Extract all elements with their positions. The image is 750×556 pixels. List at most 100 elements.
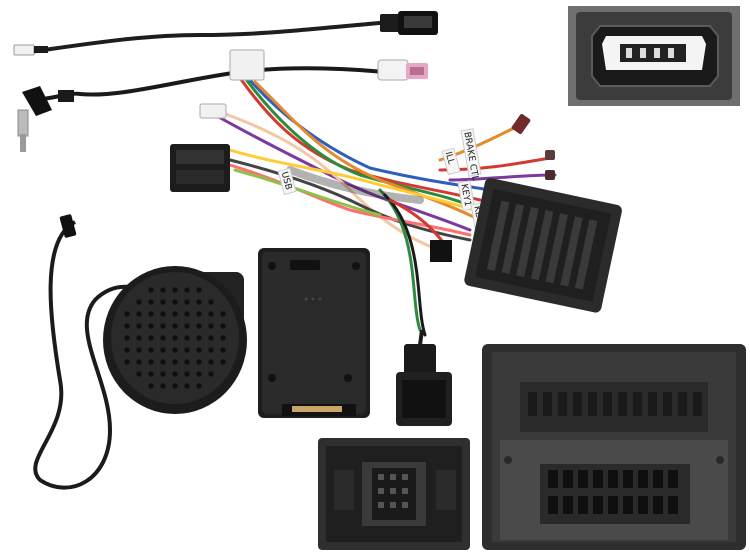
speaker-grille-hole <box>196 287 202 293</box>
speaker-grille-hole <box>136 371 142 377</box>
left-harness-plug <box>170 144 230 192</box>
speaker-grille-hole <box>160 335 166 341</box>
speaker-grille-hole <box>148 371 154 377</box>
speaker-grille-hole <box>136 335 142 341</box>
speaker-grille-hole <box>124 335 130 341</box>
speaker-grille-hole <box>184 311 190 317</box>
speaker-grille-hole <box>124 311 130 317</box>
usb-port-inset <box>568 6 740 106</box>
connector-pin <box>648 392 657 416</box>
label-ill: ILL <box>443 151 456 166</box>
speaker-grille-hole <box>184 287 190 293</box>
connector-pin <box>573 392 582 416</box>
speaker-grille-hole <box>208 335 214 341</box>
speaker-grille-hole <box>172 383 178 389</box>
label-usb: USB <box>279 171 293 191</box>
speaker-grille-hole <box>196 359 202 365</box>
connector-pin <box>578 496 588 514</box>
connector-pin <box>638 470 648 488</box>
speaker-grille-hole <box>160 299 166 305</box>
speaker-grille-hole <box>220 311 226 317</box>
connector-pin <box>608 496 618 514</box>
speaker-grille-hole <box>172 335 178 341</box>
speaker-grille-hole <box>208 323 214 329</box>
plug-connector <box>482 344 746 550</box>
speaker-grille-hole <box>196 335 202 341</box>
connector-pin <box>618 392 627 416</box>
connector-pin <box>543 392 552 416</box>
speaker-grille-hole <box>136 359 142 365</box>
speaker-grille-hole <box>124 359 130 365</box>
speaker-grille-hole <box>160 383 166 389</box>
connector-pin <box>638 496 648 514</box>
speaker-grille-hole <box>196 299 202 305</box>
connector-pin <box>593 470 603 488</box>
speaker-grille-hole <box>220 335 226 341</box>
connector-pin <box>623 470 633 488</box>
right-harness-connector <box>464 178 622 313</box>
speaker-grille-hole <box>124 347 130 353</box>
speaker-grille-hole <box>148 383 154 389</box>
connector-pin <box>633 392 642 416</box>
speaker-grille-hole <box>172 311 178 317</box>
speaker-grille-hole <box>136 323 142 329</box>
connector-pin <box>693 392 702 416</box>
control-module <box>258 248 370 418</box>
round-speaker <box>33 214 247 490</box>
connector-pin <box>663 392 672 416</box>
speaker-grille-hole <box>184 359 190 365</box>
connector-pin <box>593 496 603 514</box>
speaker-grille-hole <box>196 383 202 389</box>
speaker-grille-hole <box>184 371 190 377</box>
speaker-grille-hole <box>196 323 202 329</box>
speaker-grille-hole <box>160 287 166 293</box>
connector-pin <box>608 470 618 488</box>
speaker-grille-hole <box>148 299 154 305</box>
speaker-grille-hole <box>160 323 166 329</box>
speaker-grille-hole <box>196 311 202 317</box>
speaker-grille-hole <box>172 359 178 365</box>
connector-pin <box>578 470 588 488</box>
speaker-grille-hole <box>136 347 142 353</box>
connector-pin <box>548 496 558 514</box>
speaker-grille-hole <box>208 359 214 365</box>
speaker-grille-hole <box>136 311 142 317</box>
speaker-grille-hole <box>208 311 214 317</box>
connector-pin <box>528 392 537 416</box>
socket-connector <box>318 438 470 550</box>
connector-pin <box>563 470 573 488</box>
speaker-grille-hole <box>148 287 154 293</box>
connector-pin <box>653 496 663 514</box>
speaker-grille-hole <box>196 347 202 353</box>
speaker-grille-hole <box>184 383 190 389</box>
speaker-grille-hole <box>220 347 226 353</box>
speaker-grille-hole <box>220 359 226 365</box>
connector-pin <box>623 496 633 514</box>
speaker-grille-hole <box>208 371 214 377</box>
connector-pin <box>558 392 567 416</box>
connector-pin <box>668 470 678 488</box>
speaker-grille-hole <box>184 299 190 305</box>
speaker-grille-hole <box>148 359 154 365</box>
speaker-grille-hole <box>160 359 166 365</box>
speaker-grille-hole <box>172 347 178 353</box>
speaker-grille-hole <box>148 323 154 329</box>
connector-pin <box>548 470 558 488</box>
speaker-grille-hole <box>196 371 202 377</box>
speaker-grille-hole <box>208 299 214 305</box>
connector-pin <box>678 392 687 416</box>
speaker-grille-hole <box>184 347 190 353</box>
speaker-grille-hole <box>208 347 214 353</box>
usb-extension-cable <box>13 11 438 56</box>
speaker-grille-hole <box>148 335 154 341</box>
connector-pin <box>653 470 663 488</box>
speaker-grille-hole <box>148 311 154 317</box>
speaker-grille-hole <box>184 335 190 341</box>
speaker-grille-hole <box>160 347 166 353</box>
label-key1: KEY1 <box>458 183 472 207</box>
speaker-grille-hole <box>136 299 142 305</box>
connector-pin <box>588 392 597 416</box>
speaker-grille-hole <box>172 299 178 305</box>
antenna-cable <box>17 59 428 152</box>
